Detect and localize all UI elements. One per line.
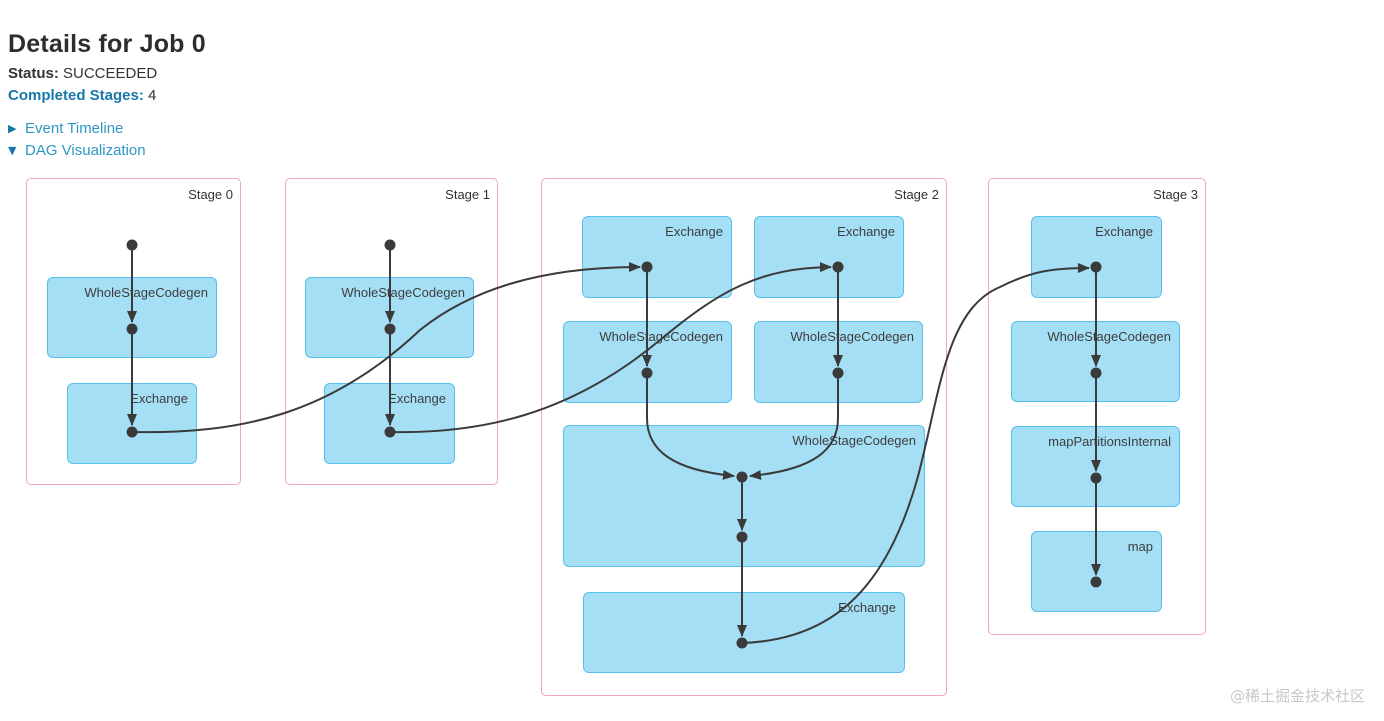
status-line: Status: SUCCEEDED xyxy=(8,65,157,82)
stage-label: Stage 3 xyxy=(1153,187,1198,202)
dag-node-label: Exchange xyxy=(837,224,895,239)
dag-node: mapPartitionsInternal xyxy=(1011,426,1180,507)
dag-node-label: WholeStageCodegen xyxy=(792,433,916,448)
watermark: @稀土掘金技术社区 xyxy=(1229,687,1365,705)
dag-node: Exchange xyxy=(324,383,455,464)
dag-visualization-toggle[interactable]: ▼ DAG Visualization xyxy=(8,142,146,159)
dag-visualization-label[interactable]: DAG Visualization xyxy=(25,142,146,159)
triangle-right-icon[interactable]: ▶ xyxy=(8,122,17,135)
dag-node: WholeStageCodegen xyxy=(563,321,732,403)
stage-label: Stage 0 xyxy=(188,187,233,202)
dag-node: Exchange xyxy=(754,216,904,298)
dag-node-label: Exchange xyxy=(838,600,896,615)
dag-node: WholeStageCodegen xyxy=(47,277,217,358)
dag-node: Exchange xyxy=(1031,216,1162,298)
dag-node-label: WholeStageCodegen xyxy=(599,329,723,344)
dag-node-label: map xyxy=(1127,539,1153,554)
event-timeline-label[interactable]: Event Timeline xyxy=(25,120,124,137)
completed-stages-value: 4 xyxy=(148,87,157,104)
dag-node: WholeStageCodegen xyxy=(563,425,925,567)
dag-node: Exchange xyxy=(583,592,905,673)
status-value: SUCCEEDED xyxy=(63,65,158,82)
dag-node: Exchange xyxy=(67,383,197,464)
dag-node: WholeStageCodegen xyxy=(1011,321,1180,402)
dag-node-label: Exchange xyxy=(388,391,446,406)
completed-stages-line: Completed Stages: 4 xyxy=(8,87,156,104)
dag-node-label: WholeStageCodegen xyxy=(341,285,465,300)
triangle-down-icon[interactable]: ▼ xyxy=(8,144,17,157)
dag-node-label: mapPartitionsInternal xyxy=(1048,434,1171,449)
event-timeline-toggle[interactable]: ▶ Event Timeline xyxy=(8,120,123,137)
dag-node-label: Exchange xyxy=(665,224,723,239)
dag-node: WholeStageCodegen xyxy=(754,321,923,403)
dag-node-label: WholeStageCodegen xyxy=(84,285,208,300)
dag-node-label: Exchange xyxy=(130,391,188,406)
stage-label: Stage 2 xyxy=(894,187,939,202)
stage-label: Stage 1 xyxy=(445,187,490,202)
page-title: Details for Job 0 xyxy=(8,29,206,58)
status-label: Status: xyxy=(8,65,64,82)
dag-node-label: WholeStageCodegen xyxy=(790,329,914,344)
dag-node-label: WholeStageCodegen xyxy=(1047,329,1171,344)
dag-node: map xyxy=(1031,531,1162,612)
dag-node: WholeStageCodegen xyxy=(305,277,474,358)
completed-stages-label[interactable]: Completed Stages: xyxy=(8,87,149,104)
dag-node: Exchange xyxy=(582,216,732,298)
dag-node-label: Exchange xyxy=(1095,224,1153,239)
